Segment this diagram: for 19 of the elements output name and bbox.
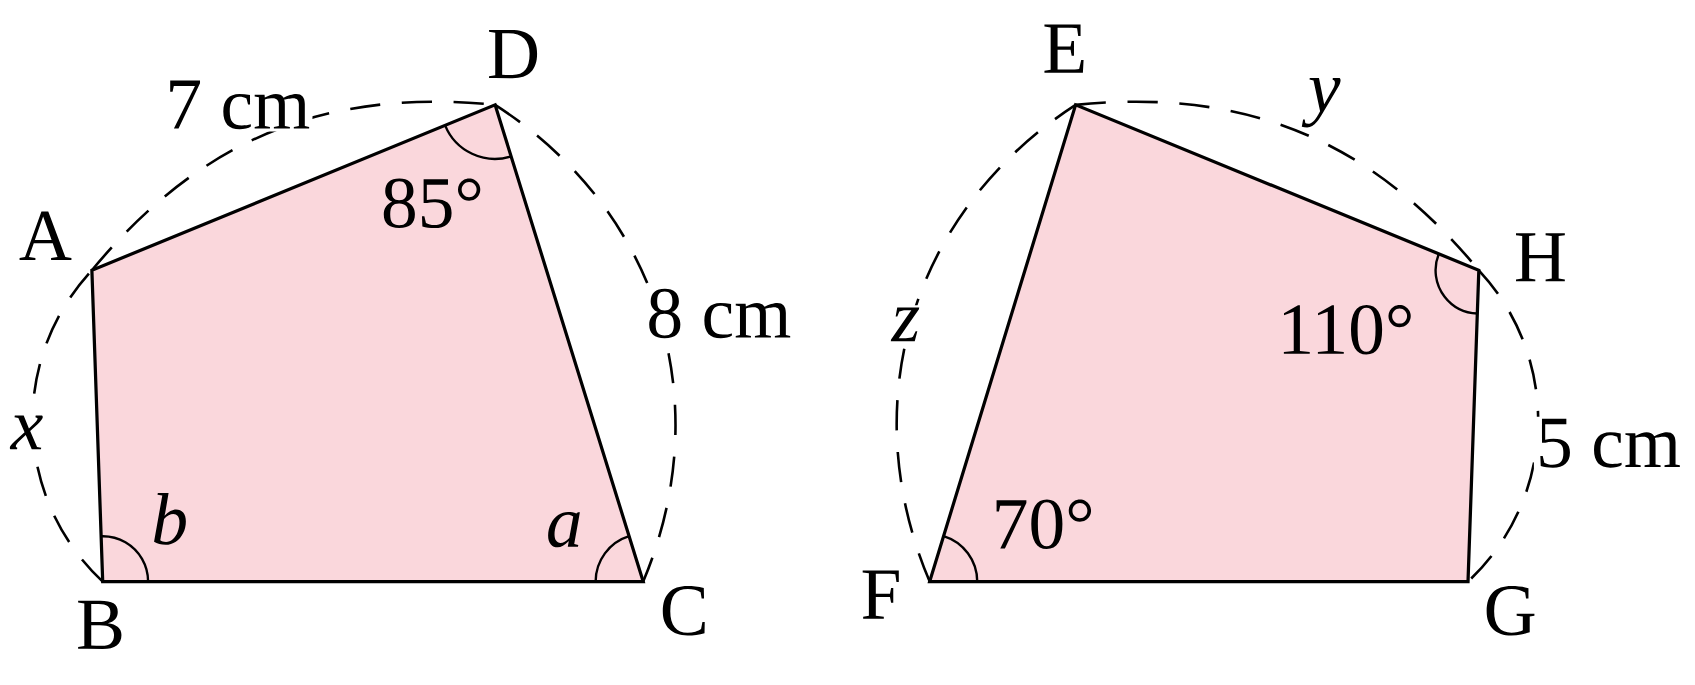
angle-label: 110° bbox=[1283, 304, 1411, 355]
variable-label: b bbox=[154, 492, 186, 545]
length-label: 7 cm bbox=[163, 78, 313, 132]
length-label: 5 cm bbox=[1533, 416, 1684, 470]
vertex-label: F bbox=[862, 570, 899, 619]
variable-label: z bbox=[889, 305, 923, 344]
vertex-label: G bbox=[1486, 585, 1535, 636]
length-label: 8 cm bbox=[644, 286, 794, 341]
vertex-label: H bbox=[1516, 233, 1565, 282]
vertex-label: E bbox=[1040, 22, 1090, 75]
vertex-label: C bbox=[662, 585, 705, 636]
variable-label: y bbox=[1301, 75, 1343, 130]
angle-label: 85° bbox=[383, 178, 481, 228]
vertex-label: D bbox=[484, 27, 543, 81]
variable-label: a bbox=[548, 511, 580, 548]
vertex-label: A bbox=[16, 209, 75, 262]
vertex-label: B bbox=[78, 600, 122, 649]
angle-label: 70° bbox=[996, 499, 1092, 549]
variable-label: x bbox=[8, 413, 46, 452]
